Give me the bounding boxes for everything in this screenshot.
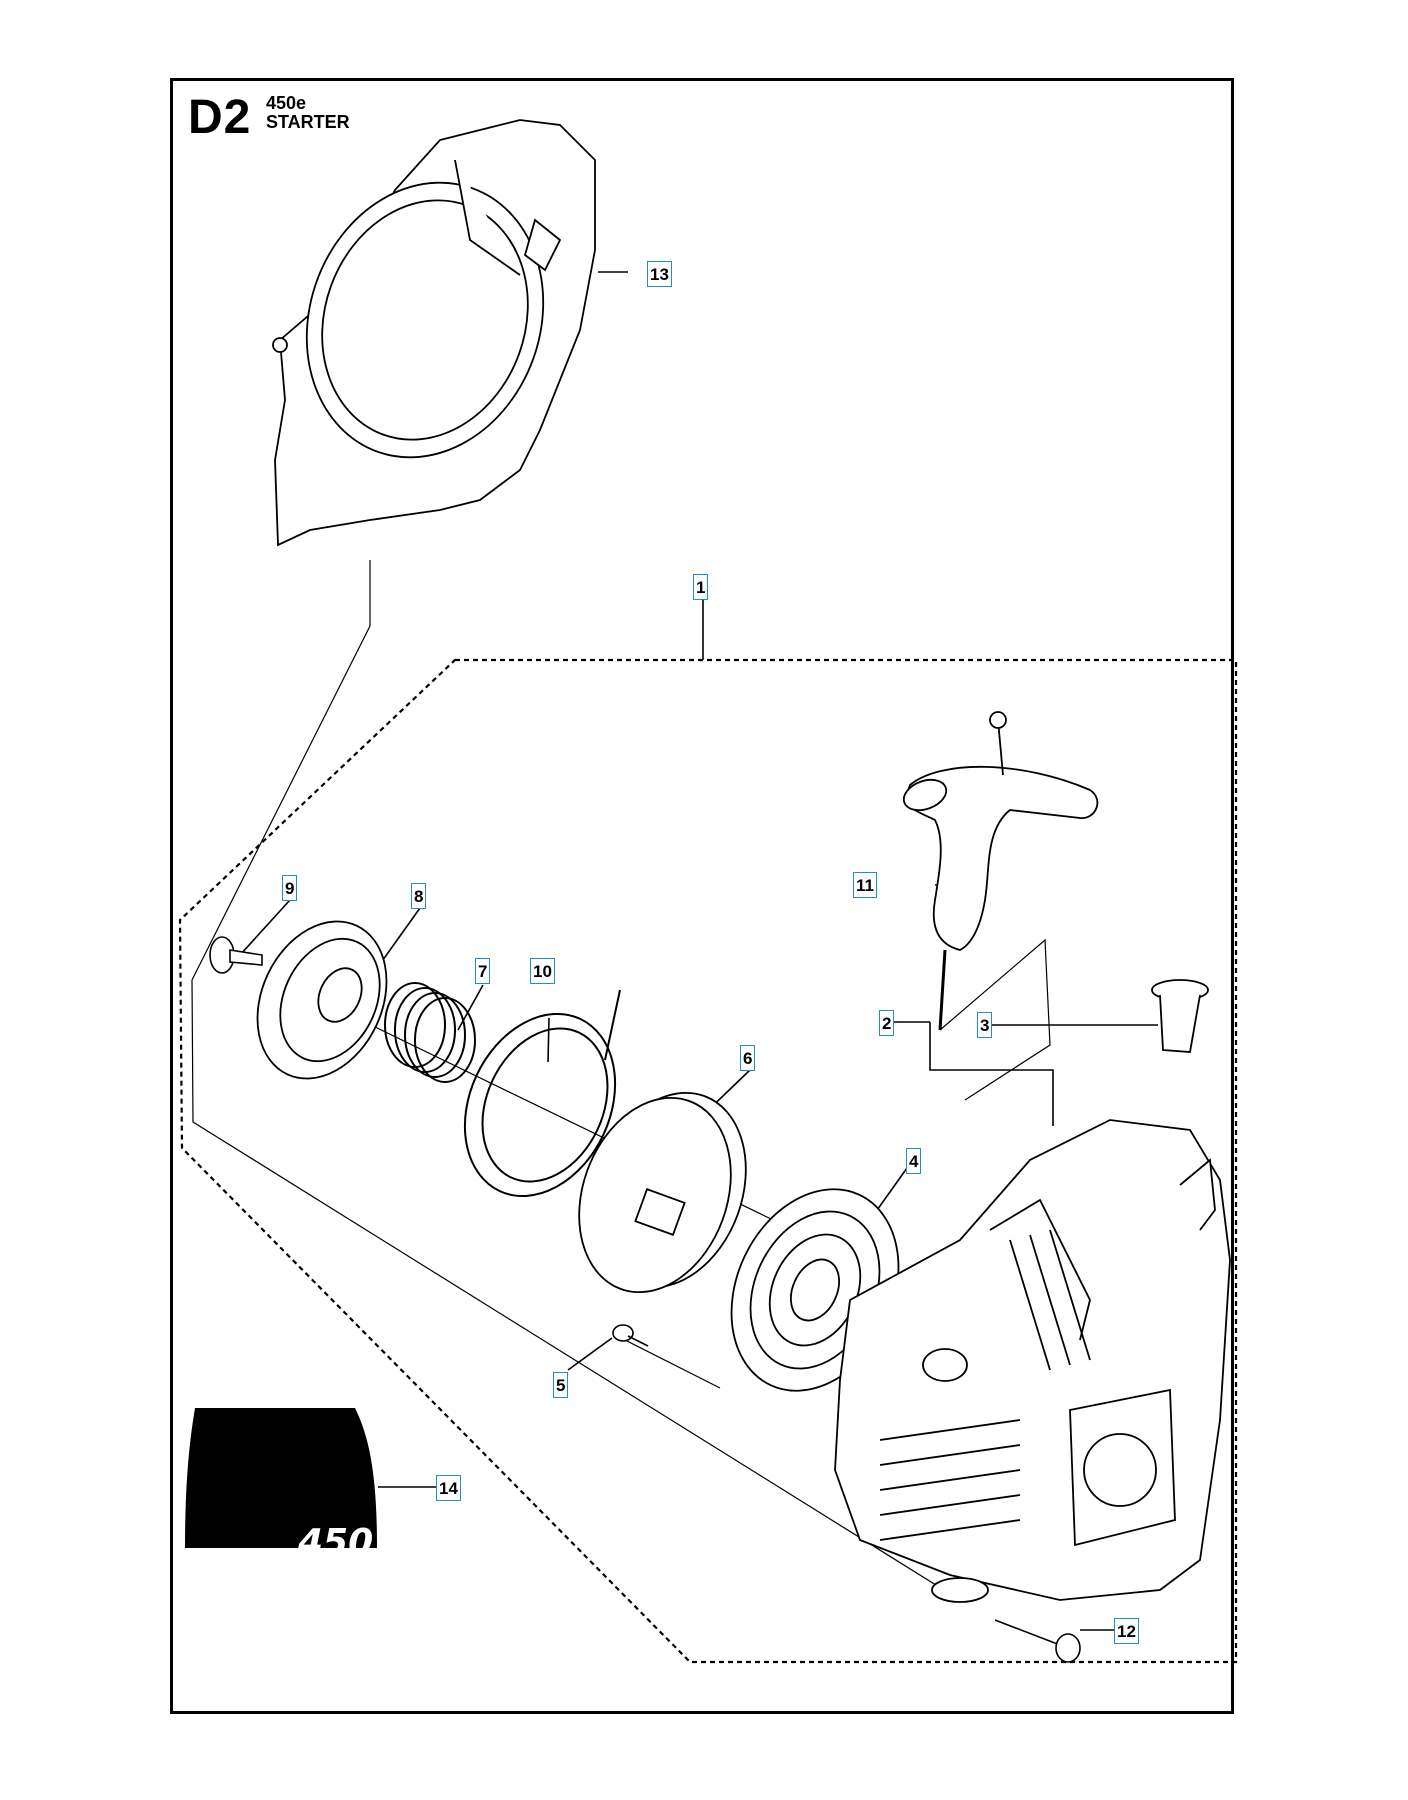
callout-7[interactable]: 7	[475, 958, 491, 984]
screw-part-9	[209, 936, 263, 974]
section-code: D2	[188, 91, 252, 144]
fan-housing-part-13	[272, 119, 596, 547]
callout-4[interactable]: 4	[906, 1148, 922, 1174]
diagram-title: STARTER	[266, 112, 350, 132]
callout-2[interactable]: 2	[879, 1010, 895, 1036]
kit-outline	[178, 658, 1238, 1664]
rope-guide-part-3	[1151, 979, 1209, 1053]
diagram-frame	[170, 78, 1234, 1714]
callout-1[interactable]: 1	[693, 574, 709, 600]
decal-model-text: 450	[298, 1522, 374, 1563]
callout-10[interactable]: 10	[530, 958, 555, 984]
callout-5[interactable]: 5	[553, 1372, 569, 1398]
callout-8[interactable]: 8	[411, 883, 427, 909]
callout-6[interactable]: 6	[740, 1045, 756, 1071]
pulley-housing-part-8	[256, 920, 388, 1080]
decal-sub-text: X	[310, 1562, 321, 1578]
callout-3[interactable]: 3	[977, 1012, 993, 1038]
callout-12[interactable]: 12	[1114, 1618, 1139, 1644]
screw-part-5	[612, 1324, 649, 1347]
screw-part-12	[994, 1619, 1081, 1663]
model-name: 450e	[266, 93, 307, 113]
callout-11[interactable]: 11	[853, 872, 877, 898]
starter-handle-part-11	[902, 711, 1099, 1031]
callout-13[interactable]: 13	[647, 261, 672, 287]
pulley-part-6	[578, 1091, 747, 1294]
callout-14[interactable]: 14	[436, 1475, 461, 1501]
rope-coil-part-10	[463, 989, 621, 1198]
coil-spring-part-7	[384, 982, 476, 1083]
model-decal-part-14	[185, 1408, 377, 1548]
callout-9[interactable]: 9	[282, 875, 298, 901]
starter-housing-part-2	[834, 1119, 1231, 1603]
